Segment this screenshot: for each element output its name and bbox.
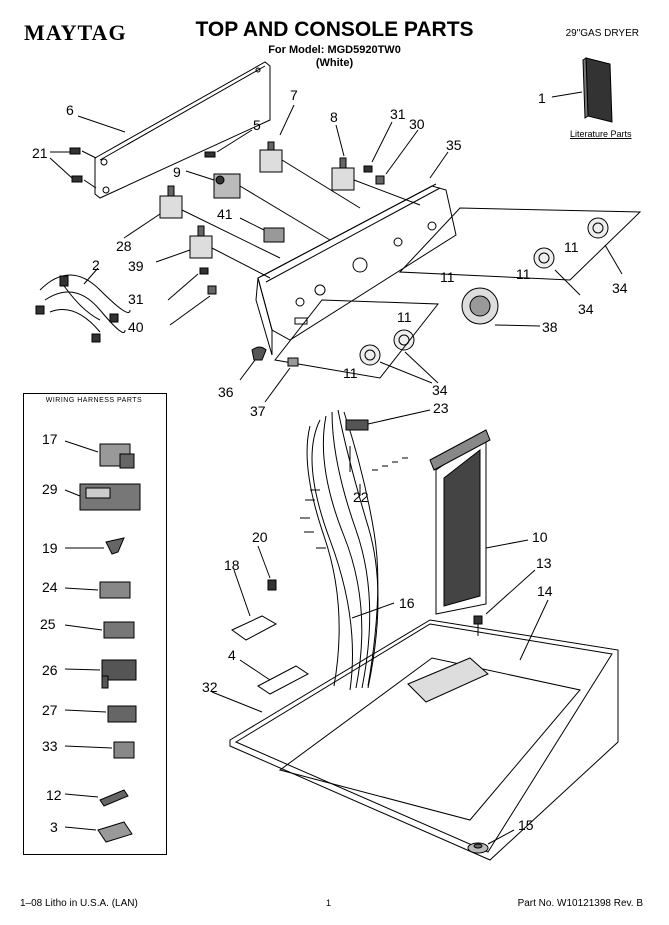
main-harness-16 (300, 409, 431, 691)
callout-11-c: 11 (440, 269, 455, 285)
callout-4: 4 (228, 647, 236, 663)
bracket-18 (231, 545, 278, 641)
callout-11-b: 11 (516, 266, 531, 282)
wiring-harness-box (23, 393, 167, 855)
callout-11-a: 11 (564, 239, 579, 255)
screw-13 (473, 569, 536, 636)
callout-18: 18 (224, 557, 240, 573)
switch-39 (155, 225, 271, 279)
callout-15: 15 (518, 817, 534, 833)
literature-booklet (551, 57, 613, 123)
literature-parts-label: Literature Parts (570, 129, 632, 139)
brand-logo: MAYTAG (24, 20, 127, 45)
callout-33: 33 (42, 738, 58, 754)
product-type: 29"GAS DRYER (565, 28, 639, 39)
selector-9 (185, 170, 331, 241)
callout-17: 17 (42, 431, 58, 447)
callout-2: 2 (92, 257, 100, 273)
callout-26: 26 (42, 662, 58, 678)
callout-40: 40 (128, 319, 144, 335)
footer-page-number: 1 (326, 898, 332, 908)
console-back-bracket (77, 61, 271, 199)
knobs (274, 207, 642, 384)
callout-36: 36 (218, 384, 234, 400)
bracket-4 (239, 659, 309, 695)
footer-litho: 1–08 Litho in U.S.A. (LAN) (20, 898, 138, 909)
callout-39: 39 (128, 258, 144, 274)
top-panel-32 (211, 599, 619, 861)
switch-8 (331, 124, 421, 206)
callout-20: 20 (252, 529, 268, 545)
callout-23: 23 (433, 400, 449, 416)
callout-7: 7 (290, 87, 298, 103)
callout-11-e: 11 (343, 365, 358, 381)
callout-35: 35 (446, 137, 462, 153)
screws-21 (49, 147, 97, 189)
callout-11-d: 11 (397, 309, 412, 325)
callout-22: 22 (353, 489, 369, 505)
callout-1: 1 (538, 90, 546, 106)
callout-34-b: 34 (578, 301, 594, 317)
screw-5 (204, 129, 253, 158)
callout-16: 16 (399, 595, 415, 611)
callout-3: 3 (50, 819, 58, 835)
callout-27: 27 (42, 702, 58, 718)
callout-37: 37 (250, 403, 266, 419)
callout-25: 25 (40, 616, 56, 632)
clips-36-37 (239, 346, 299, 403)
footer-part-number: Part No. W10121398 Rev. B (517, 898, 643, 909)
callout-10: 10 (532, 529, 548, 545)
switch-28 (123, 185, 281, 259)
callout-34-a: 34 (612, 280, 628, 296)
callout-29: 29 (42, 481, 58, 497)
callout-31-a: 31 (390, 106, 406, 122)
callout-34-c: 34 (432, 382, 448, 398)
callout-5: 5 (253, 117, 261, 133)
callout-41: 41 (217, 206, 233, 222)
foot-15 (467, 829, 515, 854)
callout-13: 13 (536, 555, 552, 571)
callout-38: 38 (542, 319, 558, 335)
model-line: For Model: MGD5920TW0 (268, 44, 401, 56)
wiring-harness-title: WIRING HARNESS PARTS (45, 397, 143, 404)
sensor-assembly-10 (429, 429, 529, 615)
callout-19: 19 (42, 540, 58, 556)
callout-9: 9 (173, 164, 181, 180)
callout-14: 14 (537, 583, 553, 599)
variant-line: (White) (315, 57, 354, 69)
page-title: TOP AND CONSOLE PARTS (195, 18, 474, 41)
callout-24: 24 (42, 579, 58, 595)
callout-12: 12 (46, 787, 62, 803)
callout-32: 32 (202, 679, 218, 695)
switch-7 (259, 104, 361, 209)
callout-30: 30 (409, 116, 425, 132)
wiring-box-icons (64, 440, 141, 843)
callout-6: 6 (66, 102, 74, 118)
callout-28: 28 (116, 238, 132, 254)
part-41 (239, 217, 285, 243)
wiring-harness-2 (35, 267, 131, 343)
clips-31-30 (167, 121, 419, 326)
leader-35 (429, 151, 449, 179)
callout-21: 21 (32, 145, 48, 161)
callout-31-b: 31 (128, 291, 144, 307)
console-panel (255, 183, 457, 356)
callout-8: 8 (330, 109, 338, 125)
